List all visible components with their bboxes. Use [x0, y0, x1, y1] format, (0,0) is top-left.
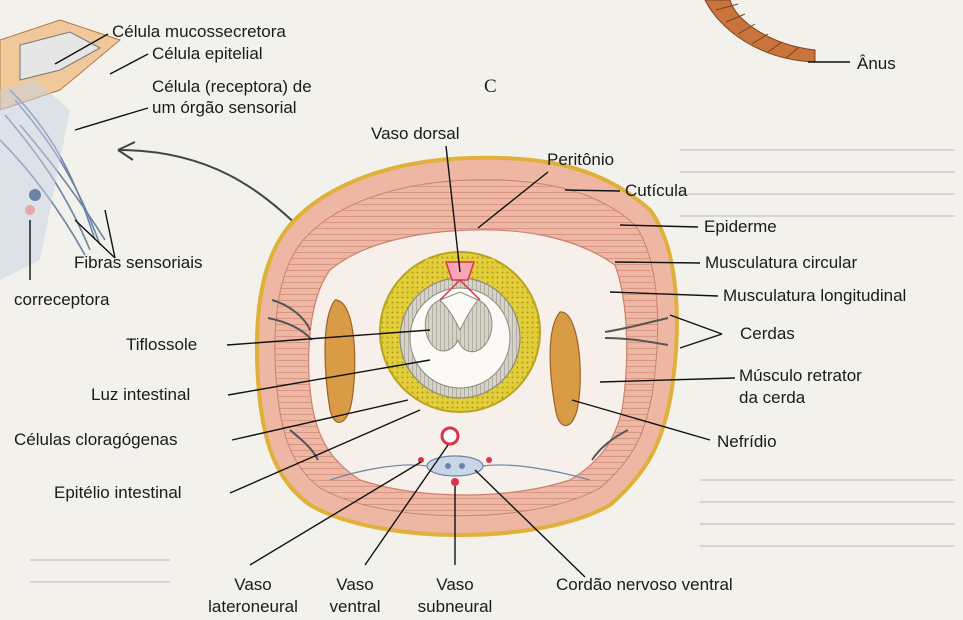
label-peritonio: Peritônio [547, 150, 614, 170]
connector-arrow [118, 150, 300, 228]
label-luz-intestinal: Luz intestinal [91, 385, 190, 405]
figure-letter: C [484, 76, 497, 98]
label-vaso-dorsal: Vaso dorsal [371, 124, 460, 144]
label-cerdas: Cerdas [740, 324, 795, 344]
label-vaso-subneural-line1: Vaso [420, 575, 490, 595]
label-celulas-cloragogenas: Células cloragógenas [14, 430, 178, 450]
label-celula-receptora-line1: Célula (receptora) de [152, 77, 312, 97]
epidermis-inset [0, 20, 120, 280]
label-musculatura-longitudinal: Musculatura longitudinal [723, 286, 906, 306]
label-vaso-ventral-line2: ventral [315, 597, 395, 617]
label-fibras-sensoriais: Fibras sensoriais [74, 253, 203, 273]
label-fotorreceptora: correceptora [14, 290, 109, 310]
ventral-vessel [442, 428, 458, 444]
label-epitelio-intestinal: Epitélio intestinal [54, 483, 182, 503]
nephridium-left [325, 300, 355, 422]
label-vaso-ventral-line1: Vaso [320, 575, 390, 595]
label-tiflossole: Tiflossole [126, 335, 197, 355]
label-vaso-lateroneural-line1: Vaso [218, 575, 288, 595]
worm-tail [705, 0, 815, 62]
label-cuticula: Cutícula [625, 181, 687, 201]
label-celula-mucossecretora: Célula mucossecretora [112, 22, 286, 42]
label-musculo-retrator-line2: da cerda [739, 388, 805, 408]
lateroneural-vessel-right [486, 457, 492, 463]
label-vaso-lateroneural-line2: lateroneural [198, 597, 308, 617]
label-epiderme: Epiderme [704, 217, 777, 237]
label-cordao-nervoso-ventral: Cordão nervoso ventral [556, 575, 733, 595]
label-vaso-subneural-line2: subneural [412, 597, 498, 617]
label-celula-receptora-line2: um órgão sensorial [152, 98, 297, 118]
ventral-nerve-cord [427, 456, 483, 476]
label-anus: Ânus [857, 54, 896, 74]
label-celula-epitelial: Célula epitelial [152, 44, 263, 64]
subneural-vessel [451, 478, 459, 486]
label-nefridio: Nefrídio [717, 432, 777, 452]
label-musculatura-circular: Musculatura circular [705, 253, 857, 273]
label-musculo-retrator-line1: Músculo retrator [739, 366, 862, 386]
